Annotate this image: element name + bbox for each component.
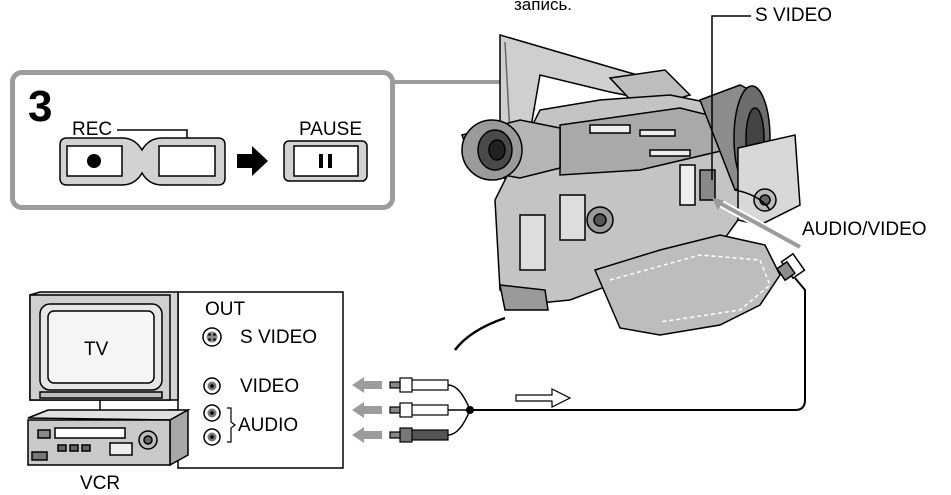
s-video-jack-icon (202, 327, 222, 347)
vcr-illustration (27, 408, 191, 467)
step-number: 3 (28, 82, 53, 131)
pause-label: PAUSE (299, 119, 363, 140)
tv-label: TV (84, 339, 109, 360)
rec-button-group (59, 137, 226, 186)
rca-plug-video (389, 377, 449, 393)
pause-icon (319, 154, 332, 168)
rca-jack-audio-right-icon (203, 428, 221, 446)
tv-illustration (29, 291, 179, 410)
record-dot-icon (87, 154, 101, 168)
arrow-audio-right-icon (352, 427, 382, 443)
vcr-label: VCR (80, 473, 121, 494)
step-3-panel (10, 70, 395, 210)
audio-video-connector-label: AUDIO/VIDEO (802, 219, 927, 240)
out-audio-label: AUDIO (238, 415, 299, 436)
av-plug (776, 252, 806, 282)
rca-jack-audio-left-icon (203, 404, 221, 422)
out-s-video-label: S VIDEO (240, 327, 318, 348)
arrow-audio-left-icon (352, 402, 382, 418)
pause-button (283, 140, 368, 182)
rec-label: REC (72, 119, 113, 140)
rca-plug-audio-left (389, 402, 449, 418)
out-panel-title: OUT (205, 299, 246, 320)
rca-jack-icon (203, 377, 221, 395)
signal-flow-arrow-icon (515, 388, 572, 408)
s-video-connector-label: S VIDEO (755, 5, 833, 26)
rca-plug-audio-right (389, 427, 449, 443)
arrow-video-icon (352, 377, 382, 393)
arrow-right-icon (237, 146, 268, 176)
out-video-label: VIDEO (240, 376, 300, 397)
camcorder-illustration (461, 34, 801, 336)
top-caption: запись. (514, 0, 573, 14)
